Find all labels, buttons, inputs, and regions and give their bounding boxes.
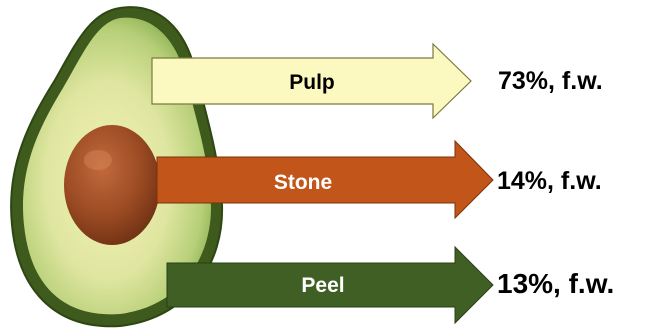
arrow-peel: Peel	[167, 247, 493, 323]
arrow-label-stone: Stone	[274, 171, 332, 194]
arrow-label-pulp: Pulp	[289, 71, 335, 94]
value-stone: 14%, f.w.	[497, 167, 602, 196]
value-pulp: 73%, f.w.	[498, 67, 603, 96]
arrow-label-peel: Peel	[301, 274, 344, 297]
value-peel: 13%, f.w.	[497, 268, 614, 300]
avocado-stone-highlight	[84, 150, 112, 170]
avocado-stone	[64, 125, 160, 245]
